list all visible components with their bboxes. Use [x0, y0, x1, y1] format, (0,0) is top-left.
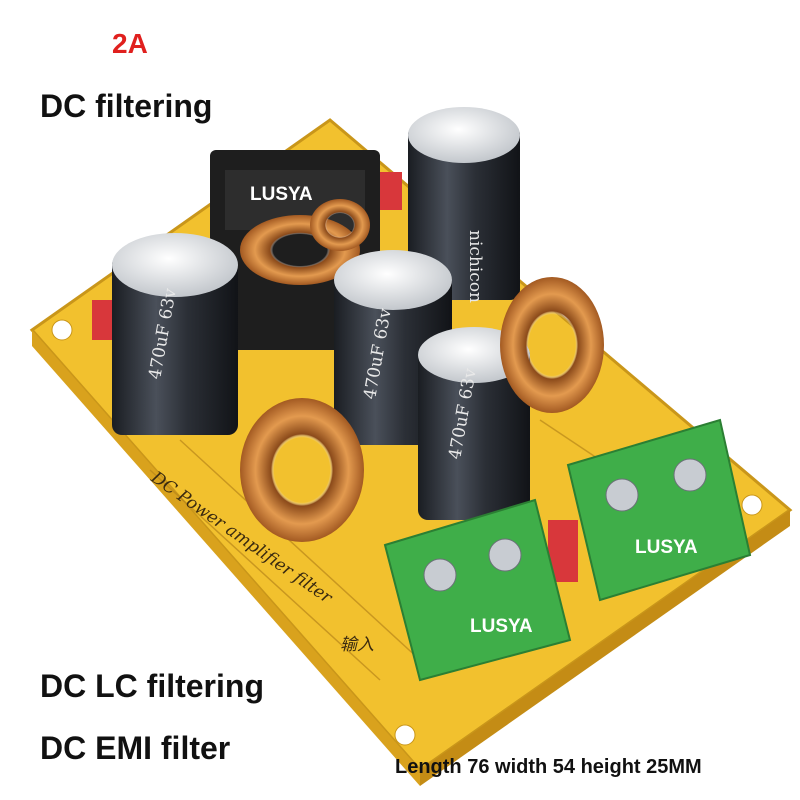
mounting-hole	[51, 319, 73, 341]
current-rating: 2A	[112, 28, 148, 59]
screw-terminal-input: LUSYA	[383, 498, 572, 682]
emi-filter-label: DC EMI filter	[40, 730, 231, 766]
screw-terminal-output: LUSYA	[566, 418, 752, 602]
brand-label: LUSYA	[250, 184, 313, 205]
electrolytic-capacitor: 470uF 63v	[418, 327, 530, 520]
mounting-hole	[394, 724, 416, 746]
dimensions-label: Length 76 width 54 height 25MM	[395, 756, 702, 778]
page-title: DC filtering	[40, 88, 213, 124]
brand-label: LUSYA	[470, 616, 533, 637]
electrolytic-capacitor: nichicon	[408, 107, 520, 303]
film-capacitor	[92, 300, 114, 340]
lc-filter-label: DC LC filtering	[40, 668, 264, 704]
mounting-hole	[741, 494, 763, 516]
film-capacitor	[378, 172, 402, 210]
svg-text:nichicon: nichicon	[465, 230, 485, 303]
brand-label: LUSYA	[635, 537, 698, 558]
toroidal-inductor	[240, 398, 364, 542]
electrolytic-capacitor: 470uF 63v	[112, 233, 238, 435]
input-label: 输入	[340, 635, 374, 655]
toroidal-inductor	[500, 277, 604, 413]
